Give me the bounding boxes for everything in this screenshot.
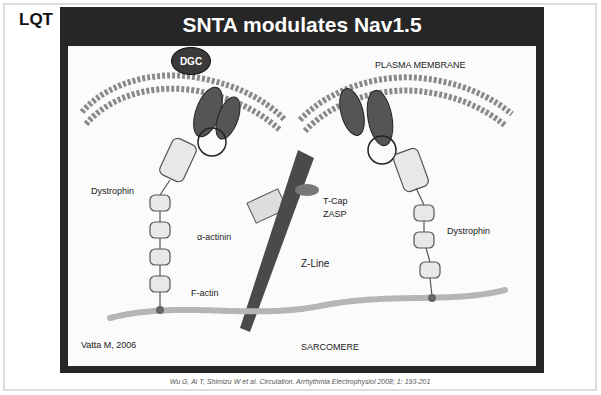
lipid-bilayer: [82, 75, 512, 131]
region-label: SARCOMERE: [300, 342, 360, 352]
citation: Wu G, Ai T, Shimizu W et al. Circulation…: [170, 378, 431, 385]
slide-title: SNTA modulates Nav1.5: [182, 13, 421, 37]
slide-frame: [4, 4, 596, 390]
protein-label: Dystrophin: [90, 186, 135, 196]
source-note: Vatta M, 2006: [80, 340, 137, 350]
protein-label: Dystrophin: [446, 226, 491, 236]
slide-heading: LQT: [18, 10, 54, 30]
f-actin-filament: [110, 290, 505, 318]
protein-label: ZASP: [322, 209, 348, 219]
anchor-dot: [428, 294, 436, 302]
channel-protein: [188, 83, 397, 147]
protein-label: T-Cap: [322, 196, 349, 206]
z-line: [240, 150, 314, 332]
dgc-complex: DGC: [171, 47, 211, 75]
protein-label: α-actinin: [196, 232, 232, 242]
structure-label: F-actin: [190, 288, 220, 298]
region-label: PLASMA MEMBRANE: [374, 60, 467, 70]
structure-label: Z-Line: [300, 258, 330, 269]
anchor-dot: [156, 306, 164, 314]
dark-panel: [60, 7, 544, 373]
tcap-protein: [295, 184, 319, 196]
illustration-ground: [68, 46, 536, 366]
node-text: DGC: [180, 56, 202, 67]
